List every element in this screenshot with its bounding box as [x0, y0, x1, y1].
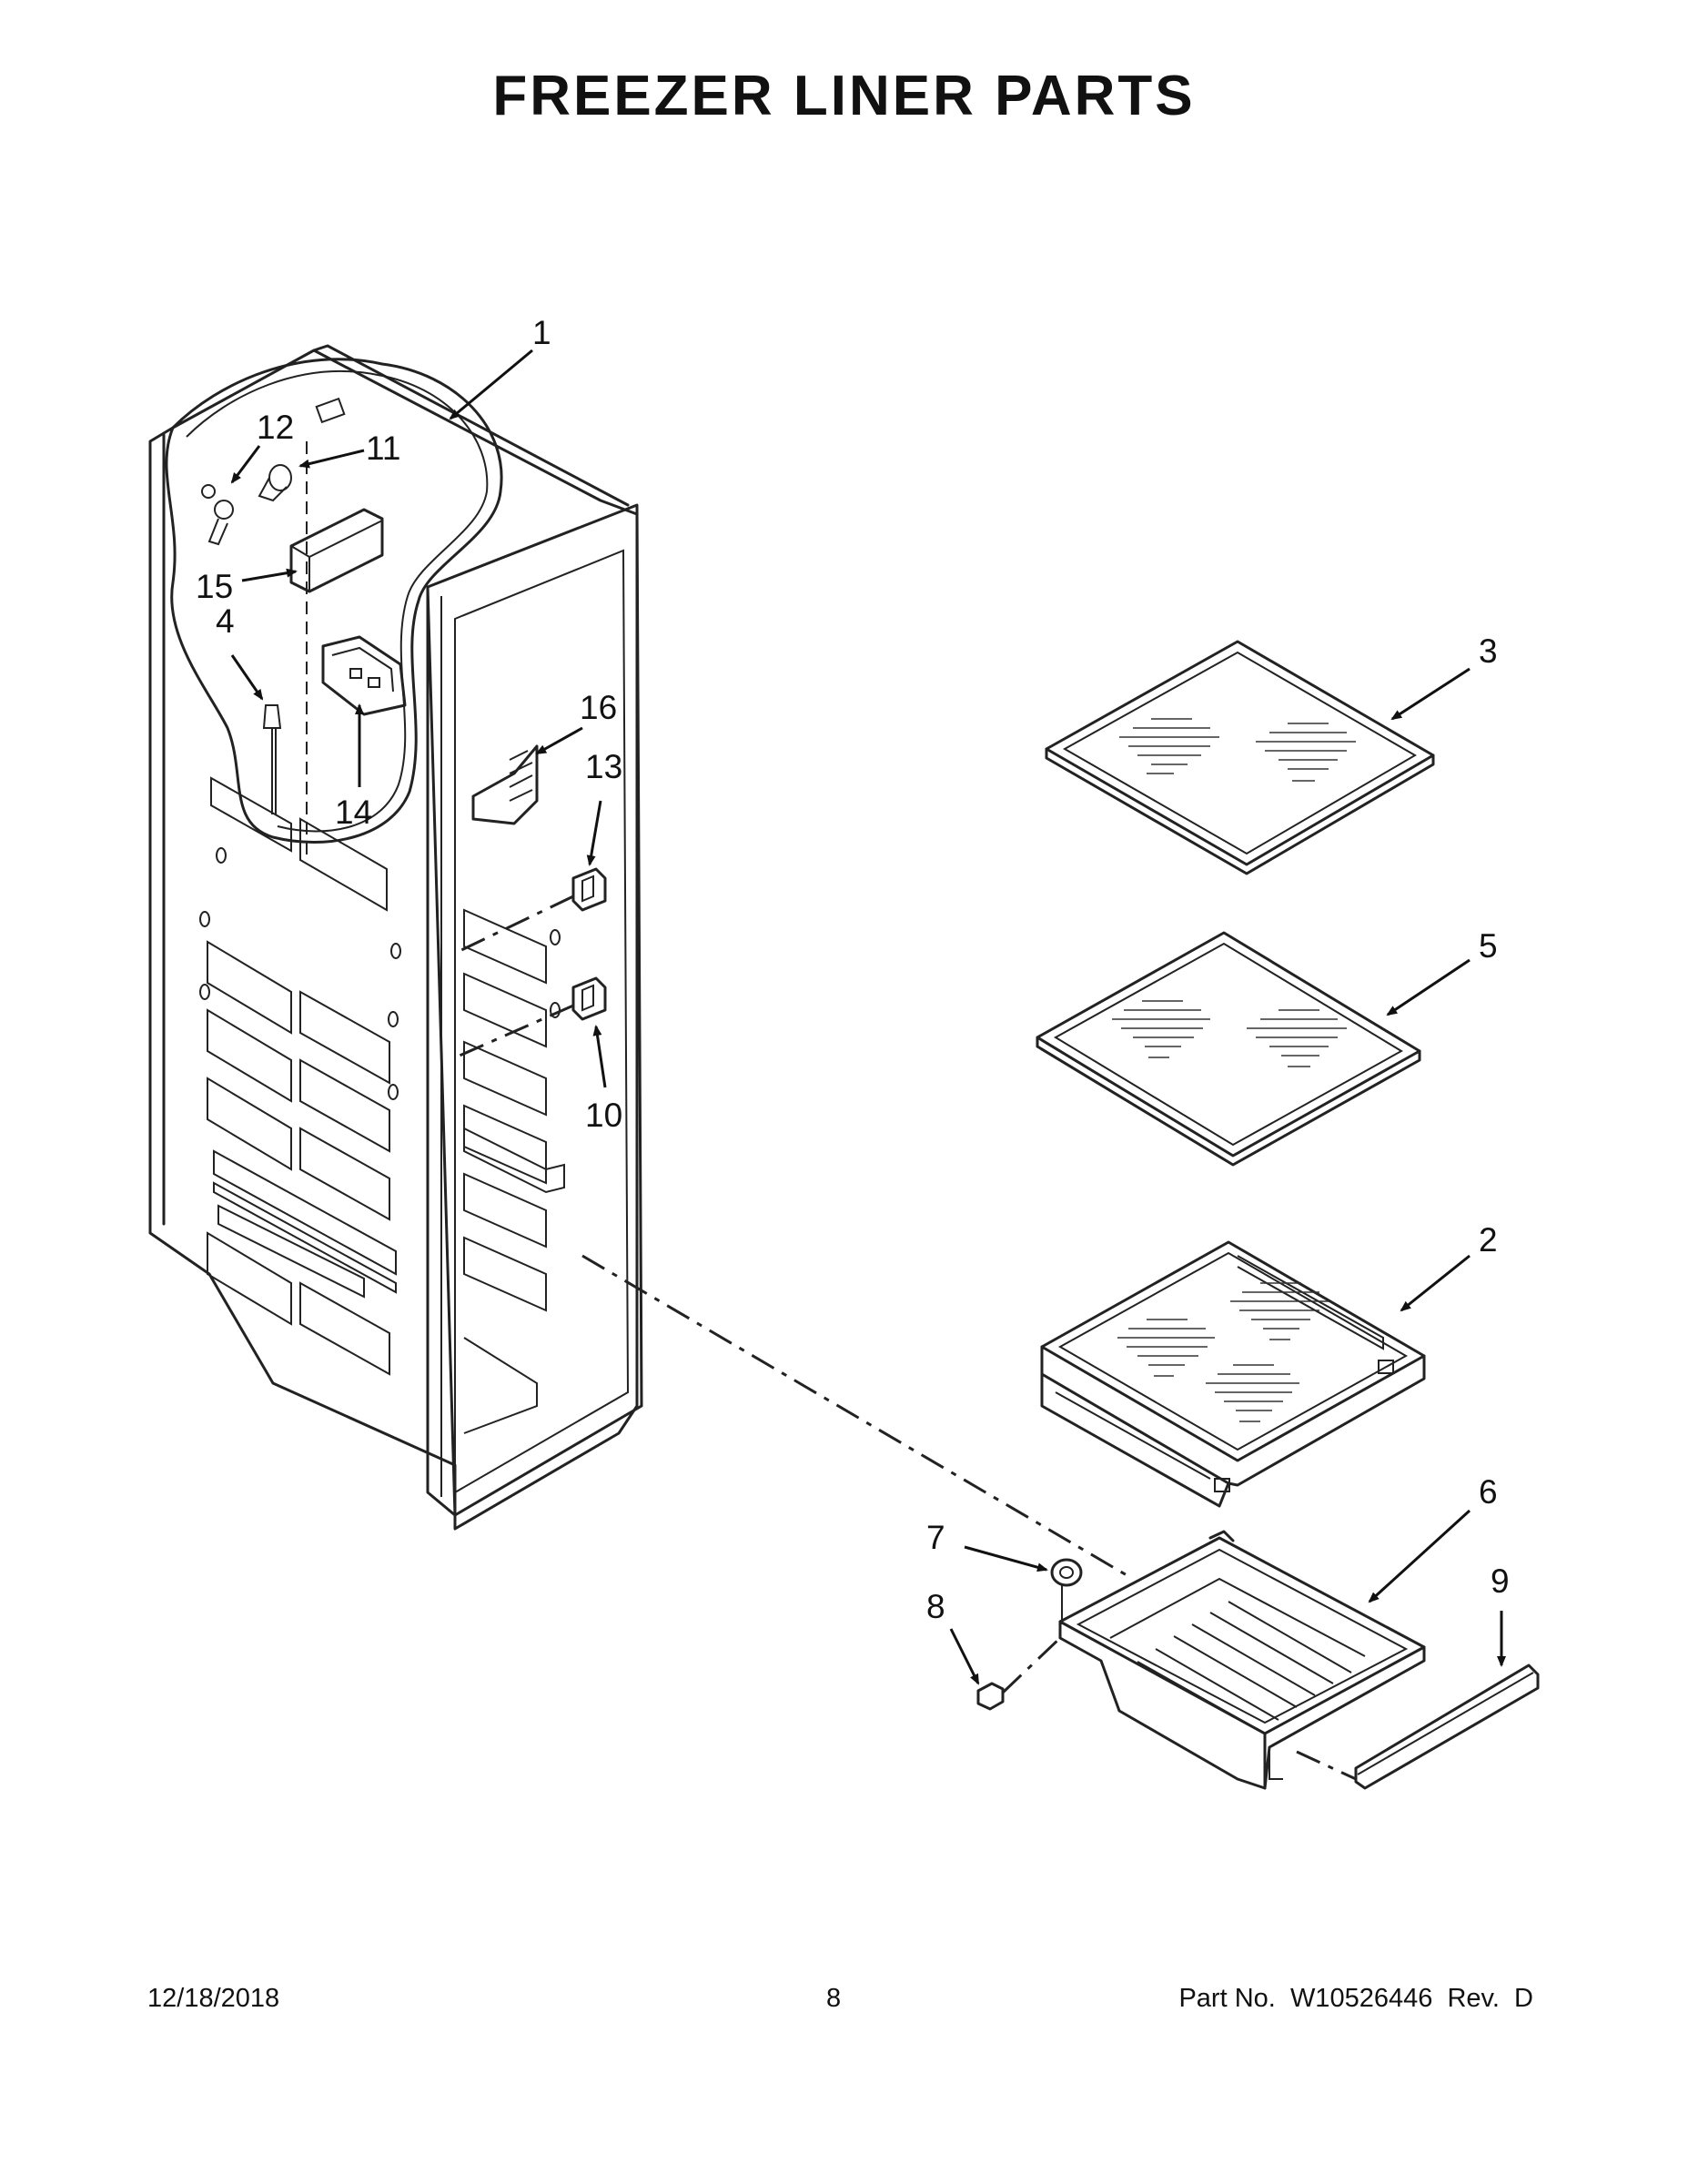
callout-6: 6	[1479, 1473, 1498, 1511]
light-shield-part	[289, 508, 384, 593]
callout-9: 9	[1491, 1562, 1510, 1600]
callout-arrows	[230, 349, 1506, 1685]
thermostat-housing-part	[321, 635, 407, 716]
page-title: FREEZER LINER PARTS	[492, 65, 1196, 127]
trim-strip-part-9	[1296, 1663, 1540, 1790]
callout-2: 2	[1479, 1221, 1498, 1259]
shelf-support-parts	[459, 867, 607, 1057]
callout-7: 7	[926, 1519, 945, 1556]
callout-12: 12	[257, 409, 294, 446]
stud-part-8	[976, 1636, 1062, 1711]
glass-shelf-part-3	[1045, 640, 1435, 875]
footer-part-number: Part No. W10526446 Rev. D	[1178, 1984, 1533, 2013]
callout-10: 10	[585, 1097, 622, 1134]
callout-16: 16	[580, 689, 617, 726]
footer-date: 12/18/2018	[147, 1984, 280, 2013]
glass-shelf-part-5	[1036, 931, 1421, 1167]
footer-page-number: 8	[826, 1984, 842, 2013]
callout-1: 1	[532, 314, 551, 351]
alignment-line	[581, 1254, 1134, 1581]
bracket-part	[471, 744, 539, 825]
freezer-liner-part	[148, 344, 643, 1531]
callout-8: 8	[926, 1588, 945, 1625]
thermistor-part	[262, 704, 282, 814]
freezer-bin-part-6	[1058, 1530, 1426, 1790]
callout-3: 3	[1479, 632, 1498, 670]
callout-14: 14	[335, 794, 372, 831]
callout-4: 4	[216, 602, 235, 640]
light-socket-part	[201, 464, 292, 546]
callout-15: 15	[196, 568, 233, 605]
framed-shelf-part-2	[1040, 1240, 1426, 1508]
callout-5: 5	[1479, 927, 1498, 965]
wheel-part-7	[1050, 1558, 1083, 1624]
callout-11: 11	[366, 430, 400, 467]
callout-13: 13	[585, 748, 622, 785]
